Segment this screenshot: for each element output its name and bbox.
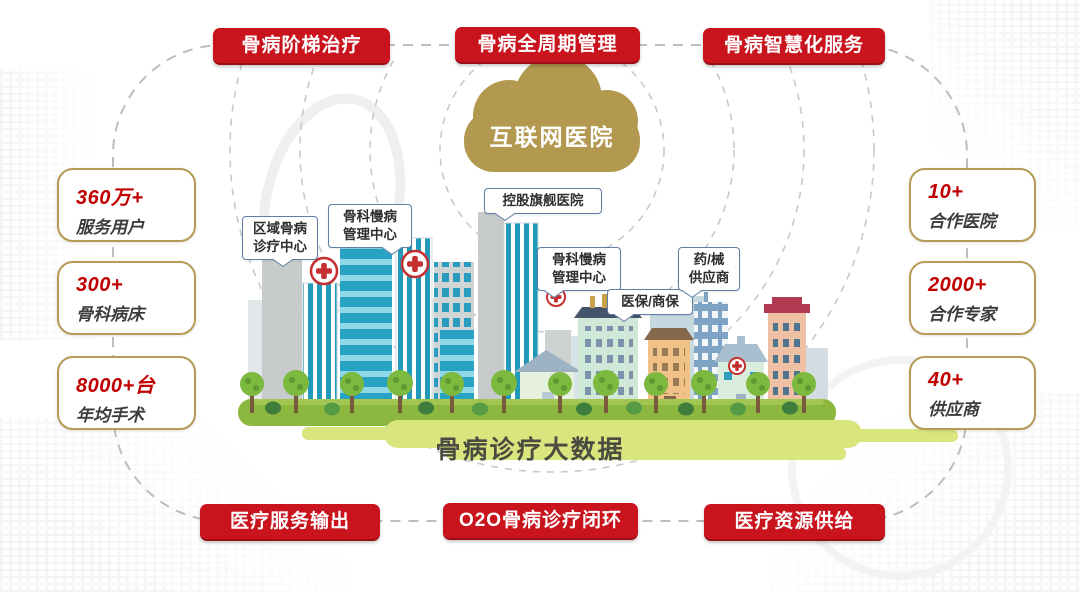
label-chronic-center-left: 骨科慢病 管理中心 [328, 204, 412, 248]
banner-full-cycle-management: 骨病全周期管理 [455, 27, 640, 64]
label-line: 管理中心 [343, 226, 397, 242]
watermark-circle [788, 356, 1012, 580]
bush-icon [782, 401, 798, 415]
big-data-title: 骨病诊疗大数据 [435, 436, 625, 464]
bush-icon [576, 402, 592, 416]
bush-icon [324, 402, 340, 416]
label-line: 区域骨病 [253, 221, 307, 236]
big-data-highlight [446, 447, 846, 460]
tree-icon [491, 370, 517, 413]
label-flagship-hospital: 控股旗舰医院 [484, 188, 602, 214]
medical-cross-icon [309, 256, 339, 286]
stat-service-users: 360万+ 服务用户 [57, 168, 196, 242]
cloud-title: 互联网医院 [489, 124, 615, 150]
stat-label: 服务用户 [76, 218, 144, 237]
label-line: 供应商 [688, 269, 730, 285]
banner-medical-service-output: 医疗服务输出 [200, 504, 380, 541]
stat-value: 360万+ [76, 187, 144, 209]
bushes [265, 401, 798, 416]
stat-label: 供应商 [928, 400, 979, 419]
label-line: 药/械 [693, 252, 725, 267]
label-line: 医保/商保 [621, 294, 679, 309]
stat-suppliers: 40+ 供应商 [909, 356, 1036, 430]
stat-label: 合作医院 [928, 212, 996, 231]
stat-label: 骨科病床 [76, 305, 144, 324]
building-insurance [574, 294, 642, 412]
trees [240, 370, 816, 416]
bush-icon [472, 402, 488, 416]
stat-value: 8000+台 [76, 375, 156, 397]
tree-icon [548, 372, 572, 413]
big-data-highlight [848, 429, 958, 442]
banner-medical-resource-supply: 医疗资源供给 [704, 504, 885, 541]
label-line: 控股旗舰医院 [502, 193, 584, 208]
medical-cross-icon [728, 357, 746, 375]
stat-annual-surgeries: 8000+台 年均手术 [57, 356, 196, 430]
stat-value: 10+ [928, 181, 964, 203]
stat-value: 40+ [928, 369, 964, 391]
tree-icon [792, 372, 816, 413]
bush-icon [265, 401, 281, 415]
label-regional-center: 区域骨病 诊疗中心 [242, 216, 318, 260]
banner-step-treatment: 骨病阶梯治疗 [213, 28, 390, 65]
signal-arc [229, 58, 875, 473]
stat-value: 2000+ [928, 274, 987, 296]
label-pharma-supplier: 药/械 供应商 [678, 247, 740, 291]
building-striped-tower [302, 282, 338, 413]
bush-icon [730, 402, 746, 416]
banner-o2o-closed-loop: O2O骨病诊疗闭环 [443, 503, 638, 540]
stat-partner-hospitals: 10+ 合作医院 [909, 168, 1036, 242]
stat-partner-experts: 2000+ 合作专家 [909, 261, 1036, 335]
medical-cross-icon [400, 249, 430, 279]
tree-icon [283, 370, 309, 413]
tree-icon [340, 372, 364, 413]
label-line: 管理中心 [552, 269, 606, 285]
bush-icon [418, 401, 434, 415]
stat-value: 300+ [76, 274, 124, 296]
tree-icon [240, 372, 264, 413]
tree-icon [644, 372, 668, 413]
stat-label: 合作专家 [928, 305, 996, 324]
label-insurance: 医保/商保 [607, 289, 693, 315]
stat-label: 年均手术 [76, 406, 144, 425]
bush-icon [678, 402, 694, 416]
signal-arc [439, 58, 665, 263]
tree-icon [440, 372, 464, 413]
tree-icon [593, 370, 619, 413]
label-line: 骨科慢病 [343, 209, 397, 224]
label-chronic-center-right: 骨科慢病 管理中心 [537, 247, 621, 291]
banner-smart-services: 骨病智慧化服务 [703, 28, 885, 65]
bush-icon [626, 401, 642, 415]
big-data-highlight [384, 420, 862, 448]
tree-icon [691, 370, 717, 413]
stat-orthopedic-beds: 300+ 骨科病床 [57, 261, 196, 335]
tree-icon [746, 372, 770, 413]
tree-icon [387, 370, 413, 413]
building-teal-low [440, 330, 474, 412]
cloud-icon [464, 55, 640, 172]
label-line: 骨科慢病 [552, 252, 606, 267]
label-line: 诊疗中心 [253, 238, 307, 254]
